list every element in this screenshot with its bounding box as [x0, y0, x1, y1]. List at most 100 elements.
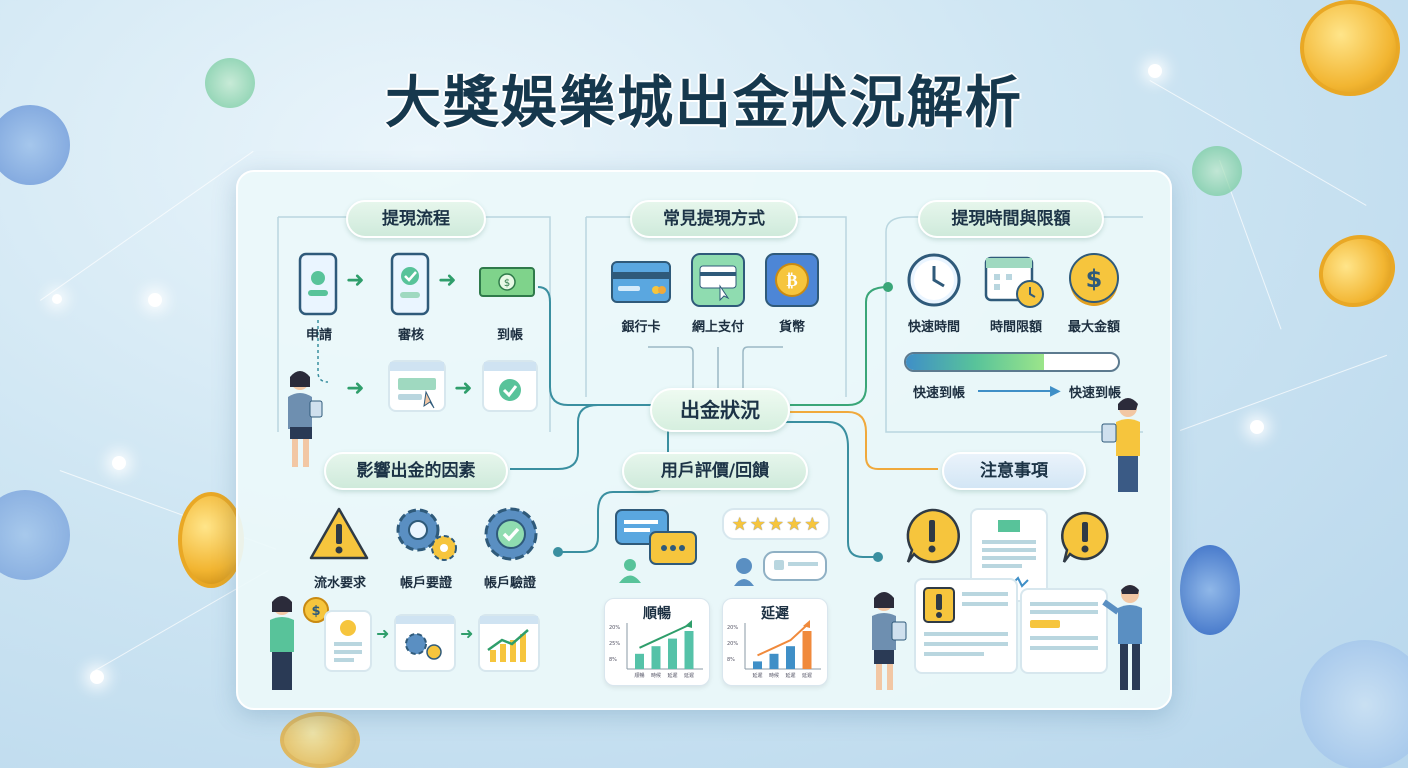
x-tick-label: 時候 [651, 672, 661, 679]
x-tick-label: 延遲 [667, 672, 677, 679]
svg-text:₿: ₿ [786, 271, 797, 291]
arrow-right-icon: ➜ [346, 376, 365, 401]
x-tick-label: 延遲 [752, 672, 762, 679]
svg-text:$: $ [311, 604, 320, 619]
chart-bar [635, 653, 644, 669]
clock-icon [906, 252, 962, 308]
browser-approved-icon [482, 360, 538, 412]
process-section-title: 提現流程 [346, 200, 486, 238]
chart-bar [802, 631, 812, 669]
speed-progress-bar [904, 352, 1120, 372]
star-icon: ★ [786, 513, 803, 535]
y-tick-label: 20% [609, 625, 620, 631]
feedback-chart-smooth: 順暢 20%25%8%順暢時候延遲延遲 [604, 598, 710, 686]
woman-with-tablet-figure [1100, 394, 1154, 498]
x-tick-label: 延遲 [684, 672, 694, 679]
chart-title-smooth: 順暢 [643, 606, 671, 622]
chart-plot-delay: 20%20%8%延遲時候延遲延遲 [727, 620, 821, 679]
method-bank-card: 銀行卡 [621, 320, 661, 335]
mind-map-panel: 提現流程 ➜ ➜ $ 申請 審核 到帳 ➜ ➜ 常見提現方式 ₿ 銀行卡 網上支… [236, 170, 1172, 710]
trend-line [757, 624, 808, 657]
process-step-review: 審核 [397, 328, 424, 343]
woman-with-tablet-figure [278, 367, 328, 472]
process-step-apply: 申請 [305, 328, 332, 343]
phone-apply-icon [298, 252, 338, 316]
crypto-coin-icon: ₿ [764, 252, 820, 308]
chart-title-delay: 延遲 [761, 606, 789, 622]
progress-arrow-line [978, 390, 1054, 392]
alert-bubble-icon [1058, 510, 1112, 566]
dollar-coin-icon: $ [1066, 252, 1122, 308]
cash-received-icon: $ [478, 262, 538, 302]
feedback-section-title: 用戶評價/回饋 [622, 452, 808, 490]
trend-line [639, 624, 690, 649]
star-icon: ★ [804, 513, 821, 535]
time-limits-section-title: 提現時間與限額 [918, 200, 1104, 238]
progress-from-label: 快速到帳 [912, 386, 965, 401]
star-icon: ★ [731, 513, 748, 535]
trend-arrow-head [685, 620, 692, 628]
y-tick-label: 20% [727, 625, 738, 631]
warning-document-icon [914, 578, 1018, 674]
method-online-payment: 網上支付 [691, 320, 744, 335]
speed-progress-fill [906, 354, 1044, 370]
process-step-received: 到帳 [496, 328, 523, 343]
chart-bar [753, 661, 762, 669]
factor-account-verify: 帳戶驗證 [483, 576, 536, 591]
methods-section-title: 常見提現方式 [630, 200, 798, 238]
chart-bar [668, 638, 677, 669]
chart-bar [684, 631, 694, 669]
time-item-max-amount: 最大金額 [1067, 320, 1120, 335]
online-payment-icon [690, 252, 746, 308]
x-tick-label: 延遲 [802, 672, 812, 679]
browser-growth-chart-icon [478, 614, 540, 672]
time-item-time-limit: 時間限額 [989, 320, 1042, 335]
method-currency: 貨幣 [778, 320, 805, 335]
center-node-withdrawal-status: 出金狀況 [650, 388, 790, 432]
arrow-right-icon: ➜ [438, 268, 457, 293]
x-tick-label: 時候 [769, 672, 779, 679]
gear-check-icon [480, 504, 542, 564]
gears-icon [390, 504, 462, 564]
feedback-chart-delay: 延遲 20%20%8%延遲時候延遲延遲 [722, 598, 828, 686]
star-icon: ★ [767, 513, 785, 535]
chat-bubbles-icon [614, 508, 698, 572]
factor-wagering: 流水要求 [313, 576, 366, 591]
phone-review-icon [390, 252, 430, 316]
user-comment-icon [730, 548, 830, 588]
x-tick-label: 延遲 [785, 672, 795, 679]
page-title: 大獎娛樂城出金狀況解析 [385, 71, 1023, 136]
star-icon: ★ [749, 513, 766, 535]
chart-plot-smooth: 20%25%8%順暢時候延遲延遲 [609, 620, 703, 679]
connector-lines [277, 216, 1143, 562]
notes-section-title: 注意事項 [942, 452, 1086, 490]
user-avatar-icon [616, 556, 644, 584]
browser-form-icon [388, 360, 446, 412]
woman-with-clipboard-figure [862, 588, 912, 696]
browser-settings-icon [394, 614, 456, 672]
trend-arrow-head [803, 620, 810, 628]
arrow-right-icon: ➜ [454, 376, 473, 401]
y-tick-label: 20% [727, 641, 738, 647]
document-profile-icon [324, 610, 372, 672]
arrow-right-icon: ➜ [376, 624, 390, 643]
notice-list-document-icon [1020, 588, 1108, 674]
y-tick-label: 8% [727, 657, 735, 663]
arrow-right-icon: ➜ [460, 624, 474, 643]
woman-with-coin-figure: $ [260, 592, 332, 696]
arrow-right-icon: ▶ [1050, 383, 1061, 399]
man-pointing-figure [1100, 580, 1160, 696]
bank-card-icon [610, 260, 672, 304]
warning-triangle-icon [308, 506, 370, 562]
progress-to-label: 快速到帳 [1068, 386, 1121, 401]
chart-bar [651, 646, 661, 669]
y-tick-label: 8% [609, 657, 617, 663]
chart-bar [769, 653, 779, 669]
arrow-right-icon: ➜ [346, 268, 365, 293]
svg-text:$: $ [1086, 265, 1103, 293]
factor-account-proof: 帳戶要證 [399, 576, 452, 591]
factors-section-title: 影響出金的因素 [324, 452, 508, 490]
x-tick-label: 順暢 [634, 672, 644, 679]
five-star-rating: ★★★★★ [722, 508, 830, 540]
time-item-fast: 快速時間 [907, 320, 960, 335]
